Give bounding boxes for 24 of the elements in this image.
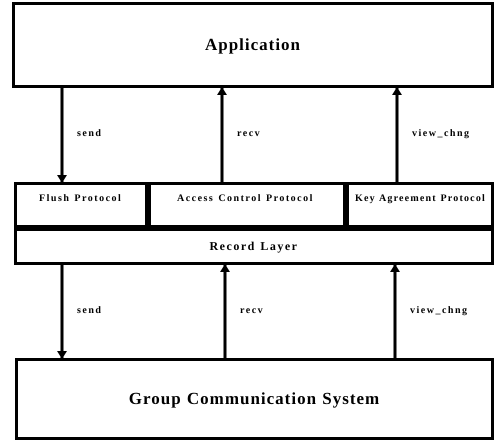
arrow [217, 87, 227, 182]
box-label: Application [204, 35, 302, 55]
arrow [390, 264, 400, 358]
edge-label: view_chng [410, 306, 468, 316]
arrow [57, 88, 67, 183]
arrow [57, 265, 67, 359]
process-box [14, 182, 148, 228]
edge-label: send [77, 129, 102, 139]
process-box [15, 358, 494, 440]
box-label: Key Agreement Protocol [355, 193, 486, 204]
edge-label: recv [237, 129, 262, 139]
box-label: Record Layer [210, 240, 298, 254]
edge-label: view_chng [412, 129, 470, 139]
arrow [220, 264, 230, 358]
box-label: Access Control Protocol [177, 193, 314, 204]
edge-label: recv [240, 306, 264, 316]
process-box [12, 2, 494, 88]
process-box [148, 182, 346, 228]
arrow [392, 87, 402, 182]
process-box [346, 182, 494, 228]
box-label: Flush Protocol [39, 193, 122, 204]
edge-label: send [77, 306, 102, 316]
box-label: Group Communication System [128, 389, 380, 409]
process-box [14, 228, 494, 265]
